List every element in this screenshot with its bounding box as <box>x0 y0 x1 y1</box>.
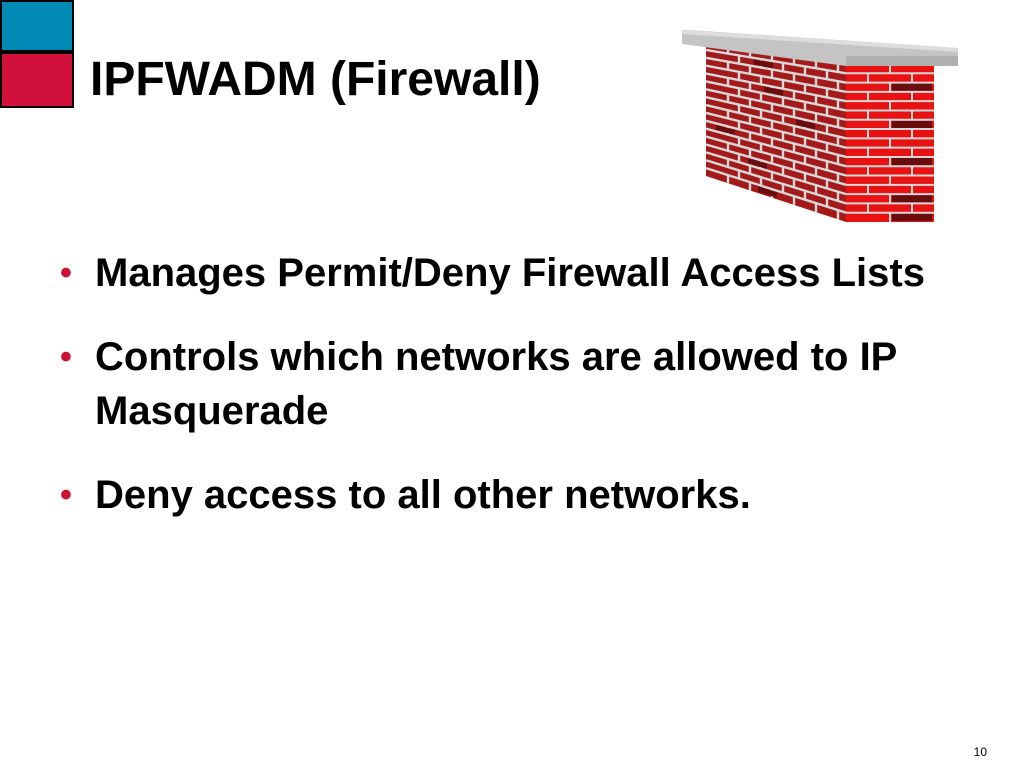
dark-brick <box>892 213 932 221</box>
wall-front-mortar <box>846 64 934 222</box>
bullet-marker: • <box>60 476 72 514</box>
mortar-line <box>705 48 847 75</box>
dark-brick <box>892 83 932 91</box>
bullet-item: • Controls which networks are allowed to… <box>60 330 990 438</box>
wall-cap-edge <box>682 30 958 52</box>
wall-side-dark-bricks <box>716 59 815 198</box>
dark-brick <box>748 158 767 170</box>
wall-front-dark-bricks <box>892 83 932 221</box>
mortar-line <box>705 111 847 149</box>
wall-side-face <box>706 42 846 222</box>
dark-brick <box>716 124 735 135</box>
mortar-line <box>705 166 847 214</box>
dark-brick <box>796 119 815 130</box>
corner-square-red <box>0 52 74 108</box>
slide-title: IPFWADM (Firewall) <box>90 53 541 106</box>
mortar-line <box>705 159 847 205</box>
mortar-line <box>705 56 847 84</box>
bullet-list: • Manages Permit/Deny Firewall Access Li… <box>60 246 990 552</box>
mortar-line <box>705 135 847 177</box>
mortar-line <box>705 72 847 103</box>
dark-brick <box>892 120 932 129</box>
mortar-line <box>705 143 847 186</box>
mortar-line <box>705 119 847 159</box>
mortar-line <box>705 88 847 121</box>
bullet-item: • Manages Permit/Deny Firewall Access Li… <box>60 246 990 300</box>
mortar-line <box>705 96 847 131</box>
mortar-line <box>705 127 847 168</box>
dark-brick <box>754 59 773 69</box>
bullet-text: Manages Permit/Deny Firewall Access List… <box>95 251 925 295</box>
dark-brick <box>758 186 777 198</box>
page-number: 10 <box>973 745 987 759</box>
dark-brick <box>764 86 783 96</box>
bullet-text: Deny access to all other networks. <box>95 473 751 517</box>
wall-cap-front <box>846 56 958 66</box>
bullet-item: • Deny access to all other networks. <box>60 468 990 522</box>
dark-brick <box>892 195 932 203</box>
mortar-line <box>705 80 847 112</box>
bullet-marker: • <box>60 254 72 292</box>
bullet-text: Controls which networks are allowed to I… <box>95 335 897 433</box>
brick-wall-icon <box>682 30 958 222</box>
bullet-marker: • <box>60 338 72 376</box>
mortar-line <box>705 103 847 140</box>
dark-brick <box>892 157 932 166</box>
mortar-line <box>705 64 847 94</box>
mortar-line <box>705 151 847 196</box>
corner-square-blue <box>0 0 74 52</box>
